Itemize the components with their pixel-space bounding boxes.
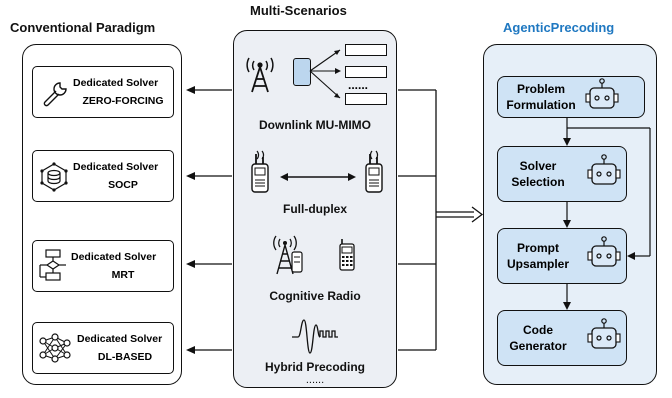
- walkie-talkie-icon: [251, 150, 269, 193]
- scenarios-more-dots: ......: [305, 374, 325, 386]
- user-bar: [345, 44, 387, 56]
- mimo-fanout-arrows: [309, 49, 341, 99]
- scenario-label-mu-mimo: Downlink MU-MIMO: [259, 118, 371, 132]
- agent-step-label: Code Generator: [498, 322, 578, 354]
- robot-icon: [587, 154, 621, 185]
- solver-name: DL-BASED: [97, 351, 153, 363]
- solver-box-mrt: Dedicated Solver MRT: [32, 240, 174, 292]
- agent-step-problem-formulation: Problem Formulation: [497, 76, 645, 118]
- scenarios-title: Multi-Scenarios: [250, 3, 347, 18]
- robot-icon: [587, 318, 621, 349]
- bidirectional-arrow: [280, 173, 356, 181]
- agent-step-line2: Generator: [509, 339, 567, 353]
- neural-network-icon: [39, 333, 71, 363]
- agent-step-line2: Upsampler: [506, 257, 570, 271]
- solver-label: Dedicated Solver: [77, 333, 163, 345]
- agent-step-line1: Code: [523, 323, 553, 337]
- solver-name: ZERO-FORCING: [82, 95, 164, 107]
- agent-step-label: Prompt Upsampler: [498, 240, 578, 272]
- flowchart-icon: [39, 249, 66, 281]
- solver-name: SOCP: [108, 179, 138, 191]
- waveform-icon: [292, 319, 338, 354]
- walkie-talkie-icon: [365, 150, 383, 193]
- phone-icon: [339, 239, 355, 271]
- mimo-dots: ......: [348, 78, 369, 92]
- conventional-title: Conventional Paradigm: [10, 20, 156, 35]
- radio-tower-icon: [273, 235, 303, 275]
- solver-name: MRT: [111, 269, 135, 281]
- agent-step-line1: Solver: [519, 159, 557, 173]
- solver-label: Dedicated Solver: [73, 77, 159, 89]
- wrench-icon: [43, 82, 67, 107]
- agent-step-line2: Selection: [511, 175, 565, 189]
- agentic-title: AgenticPrecoding: [503, 20, 615, 35]
- solver-box-zero-forcing: Dedicated Solver ZERO-FORCING: [32, 66, 174, 118]
- agent-step-line1: Prompt: [517, 241, 559, 255]
- scenario-label-full-duplex: Full-duplex: [283, 202, 347, 216]
- solver-label: Dedicated Solver: [71, 251, 157, 263]
- user-bar: [345, 93, 387, 105]
- database-network-icon: [40, 162, 68, 192]
- scenario-label-hybrid-precoding: Hybrid Precoding: [264, 360, 365, 374]
- antenna-tower-icon: [246, 57, 274, 93]
- user-bar: [345, 66, 387, 78]
- solver-box-dl-based: Dedicated Solver DL-BASED: [32, 322, 174, 374]
- robot-icon: [587, 236, 621, 267]
- agent-step-label: Solver Selection: [498, 158, 578, 190]
- solver-box-socp: Dedicated Solver SOCP: [32, 150, 174, 202]
- solver-label: Dedicated Solver: [73, 161, 159, 173]
- scenario-label-cognitive-radio: Cognitive Radio: [269, 289, 361, 303]
- agent-step-label: Problem Formulation: [498, 81, 584, 113]
- agent-step-line1: Problem: [516, 82, 565, 96]
- agent-step-line2: Formulation: [506, 98, 576, 112]
- robot-icon: [585, 78, 619, 109]
